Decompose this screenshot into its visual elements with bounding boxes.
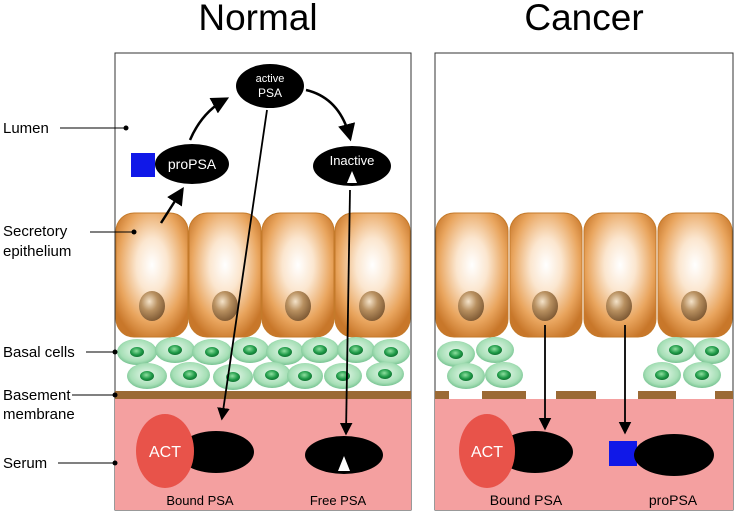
label-basal: Basal cells	[3, 344, 75, 361]
bound-psa-molecule	[178, 431, 254, 473]
pro-peptide-square	[131, 153, 155, 177]
basement-membrane	[115, 391, 411, 399]
cancer-propsa-label: proPSA	[649, 492, 698, 508]
inactive-psa-molecule	[313, 146, 391, 186]
active-psa-label-2: PSA	[258, 86, 282, 100]
normal-bound-psa-label: Bound PSA	[166, 493, 234, 508]
epithelial-cell	[657, 212, 733, 338]
basal-cell	[643, 362, 681, 388]
cleavage-wedge	[347, 171, 357, 183]
normal-free-psa-label: Free PSA	[310, 493, 367, 508]
active-psa-label-1: active	[256, 73, 285, 85]
basal-cell	[657, 337, 695, 363]
basal-cell	[324, 363, 362, 389]
epithelial-cell	[334, 212, 411, 338]
epithelial-cell	[261, 212, 335, 338]
bound-psa-molecule	[497, 431, 573, 473]
arrow-cell-to-propsa	[159, 187, 184, 224]
basal-cell	[437, 341, 475, 367]
free-psa-molecule	[305, 436, 383, 474]
basal-cell	[366, 362, 404, 386]
propsa-label: proPSA	[168, 156, 217, 172]
basal-cell	[266, 339, 304, 365]
act-molecule	[459, 414, 515, 488]
basal-cell	[694, 338, 730, 364]
basal-cell	[337, 337, 375, 363]
cancer-arrows	[538, 325, 632, 435]
act-molecule	[136, 414, 194, 488]
arrow-propsa-to-active	[188, 97, 230, 141]
basal-cell	[192, 339, 232, 365]
arrow-inactive-to-serum	[339, 189, 353, 436]
normal-arrows	[159, 88, 356, 436]
basal-cell	[485, 362, 523, 388]
basal-cell	[253, 362, 291, 388]
inactive-psa-label: Inactive	[330, 153, 375, 168]
basal-cell	[447, 363, 485, 389]
normal-lumen-molecules: proPSA active PSA Inactive	[131, 64, 391, 186]
epithelial-cell	[435, 212, 509, 338]
title-cancer: Cancer	[524, 0, 643, 38]
label-serum: Serum	[3, 455, 47, 472]
title-normal: Normal	[198, 0, 317, 38]
free-psa-wedge	[338, 456, 350, 471]
label-secretory-2: epithelium	[3, 243, 71, 260]
propsa-molecule	[155, 144, 229, 184]
cancer-serum-molecules: ACT Bound PSA proPSA	[459, 414, 714, 508]
basal-cell	[287, 363, 323, 389]
act-label: ACT	[149, 444, 181, 461]
cancer-basal-cells	[437, 337, 730, 389]
basal-cell	[170, 362, 210, 388]
arrow-active-to-serum	[217, 109, 268, 421]
normal-serum-molecules: ACT Bound PSA Free PSA	[136, 414, 383, 508]
label-lumen: Lumen	[3, 120, 49, 137]
pro-peptide-square	[609, 441, 637, 466]
normal-basal-cells	[117, 337, 410, 390]
arrow-active-to-inactive	[305, 88, 356, 142]
basal-cell	[683, 362, 721, 388]
act-label: ACT	[471, 444, 503, 461]
label-basement-1: Basement	[3, 387, 71, 404]
label-secretory-1: Secretory	[3, 223, 68, 240]
epithelial-cell	[115, 212, 189, 338]
basal-cell	[117, 339, 157, 365]
basal-cell	[155, 337, 195, 363]
cancer-bound-psa-label: Bound PSA	[490, 492, 563, 508]
active-psa-molecule	[236, 64, 304, 108]
normal-epithelium	[115, 212, 411, 338]
basal-cell	[231, 337, 269, 363]
propsa-molecule	[634, 434, 714, 476]
basal-cell	[127, 363, 167, 389]
basement-membrane-broken	[435, 391, 733, 399]
basal-cell	[213, 364, 253, 390]
side-labels: Lumen Secretory epithelium Basal cells B…	[3, 120, 137, 472]
basal-cell	[301, 337, 339, 363]
cancer-epithelium	[435, 212, 733, 338]
basal-cell	[476, 337, 514, 363]
epithelial-cell	[583, 212, 657, 338]
epithelial-cell	[509, 212, 583, 338]
label-basement-2: membrane	[3, 406, 75, 423]
epithelial-cell	[188, 212, 262, 338]
basal-cell	[372, 339, 410, 365]
